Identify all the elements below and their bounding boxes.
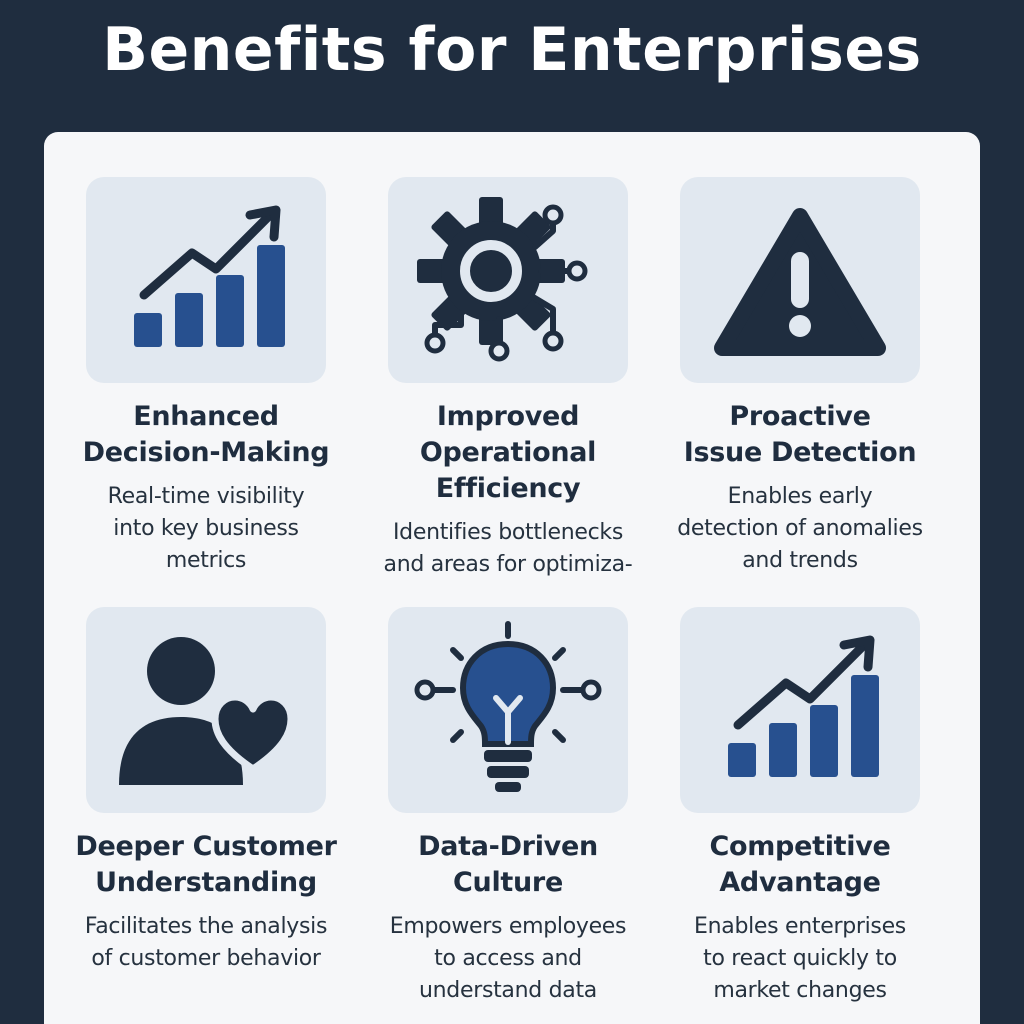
lightbulb-icon (414, 621, 602, 792)
card-description: Empowers employees to access and underst… (389, 914, 627, 1003)
bar-chart-trend-up-icon (728, 635, 879, 777)
bar-chart-trend-up-icon (134, 205, 285, 347)
page-title: Benefits for Enterprises (102, 15, 922, 85)
benefit-card-competitive-advantage: Competitive Advantage Enables enterprise… (654, 607, 946, 1007)
benefits-panel: Enhanced Decision-Making Real-time visib… (44, 132, 980, 1024)
benefit-card-issue-detection: Proactive Issue Detection Enables early … (654, 177, 946, 577)
card-title: Deeper Customer Understanding (75, 831, 337, 898)
card-description: Identifies bottlenecks and areas for opt… (383, 520, 633, 577)
icon-tile (388, 177, 628, 383)
icon-tile (388, 607, 628, 813)
gear-circuit-icon (417, 197, 588, 362)
benefit-card-decision-making: Enhanced Decision-Making Real-time visib… (60, 177, 352, 577)
card-title: Competitive Advantage (709, 831, 891, 898)
icon-tile (680, 607, 920, 813)
icon-tile (86, 607, 326, 813)
card-title: Enhanced Decision-Making (82, 401, 330, 468)
benefit-card-operational-efficiency: Improved Operational Efficiency Identifi… (362, 177, 654, 581)
benefit-card-data-driven-culture: Data-Driven Culture Empowers employees t… (362, 607, 654, 1007)
card-description: Real-time visibility into key business m… (107, 484, 305, 573)
benefit-card-customer-understanding: Deeper Customer Understanding Facilitate… (60, 607, 352, 975)
icon-tile (680, 177, 920, 383)
card-description: Facilitates the analysis of customer beh… (84, 914, 328, 971)
icon-tile (86, 177, 326, 383)
card-title: Data-Driven Culture (418, 831, 598, 898)
card-title: Proactive Issue Detection (683, 401, 917, 468)
person-heart-icon (119, 637, 295, 785)
card-description: Enables enterprises to react quickly to … (694, 914, 906, 1003)
card-title: Improved Operational Efficiency (419, 401, 597, 504)
warning-triangle-icon (714, 208, 886, 356)
card-description: Enables early detection of anomalies and… (677, 484, 923, 573)
